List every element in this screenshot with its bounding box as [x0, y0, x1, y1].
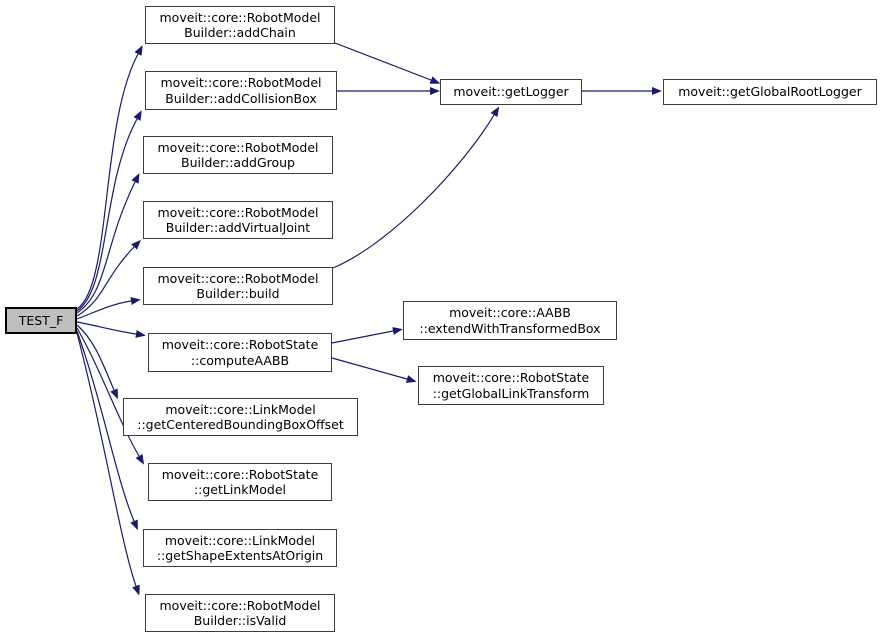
node-isValid[interactable]: moveit::core::RobotModel Builder::isVali…	[145, 594, 335, 632]
node-addChain[interactable]: moveit::core::RobotModel Builder::addCha…	[145, 6, 335, 44]
node-getLogger[interactable]: moveit::getLogger	[440, 79, 582, 105]
node-TEST_F[interactable]: TEST_F	[5, 307, 77, 334]
node-getCenteredBoundingBoxOffset[interactable]: moveit::core::LinkModel ::getCenteredBou…	[123, 398, 358, 436]
node-computeAABB[interactable]: moveit::core::RobotState ::computeAABB	[148, 333, 332, 372]
node-addVirtualJoint[interactable]: moveit::core::RobotModel Builder::addVir…	[143, 201, 333, 239]
node-getLinkModel[interactable]: moveit::core::RobotState ::getLinkModel	[148, 463, 332, 501]
edge-addChain-to-getLogger	[334, 42, 441, 84]
node-extendWithTransformedBox[interactable]: moveit::core::AABB ::extendWithTransform…	[403, 301, 617, 340]
node-getGlobalRootLogger[interactable]: moveit::getGlobalRootLogger	[663, 79, 877, 105]
edge-TEST_F-to-getShapeExtentsAtOrigin	[76, 330, 138, 531]
edge-computeAABB-to-extendWithTransformedBox	[331, 327, 403, 344]
node-getShapeExtentsAtOrigin[interactable]: moveit::core::LinkModel ::getShapeExtent…	[143, 529, 337, 567]
edge-TEST_F-to-isValid	[76, 332, 140, 596]
edge-computeAABB-to-getGlobalLinkTransform	[331, 357, 417, 383]
edge-TEST_F-to-getCenteredBoundingBoxOffset	[76, 324, 118, 400]
edge-TEST_F-to-computeAABB	[76, 321, 146, 338]
node-build[interactable]: moveit::core::RobotModel Builder::build	[143, 267, 333, 305]
edge-TEST_F-to-addChain	[76, 45, 143, 310]
edge-TEST_F-to-addVirtualJoint	[76, 239, 141, 317]
node-getGlobalLinkTransform[interactable]: moveit::core::RobotState ::getGlobalLink…	[418, 366, 604, 405]
edge-TEST_F-to-build	[76, 297, 141, 320]
edge-TEST_F-to-getLinkModel	[76, 327, 145, 465]
edge-TEST_F-to-addGroup	[76, 173, 140, 314]
edge-TEST_F-to-addCollisionBox	[76, 110, 142, 312]
edge-build-to-getLogger	[332, 106, 500, 269]
node-addCollisionBox[interactable]: moveit::core::RobotModel Builder::addCol…	[145, 71, 337, 110]
edges-group	[76, 42, 662, 596]
node-addGroup[interactable]: moveit::core::RobotModel Builder::addGro…	[143, 136, 333, 174]
